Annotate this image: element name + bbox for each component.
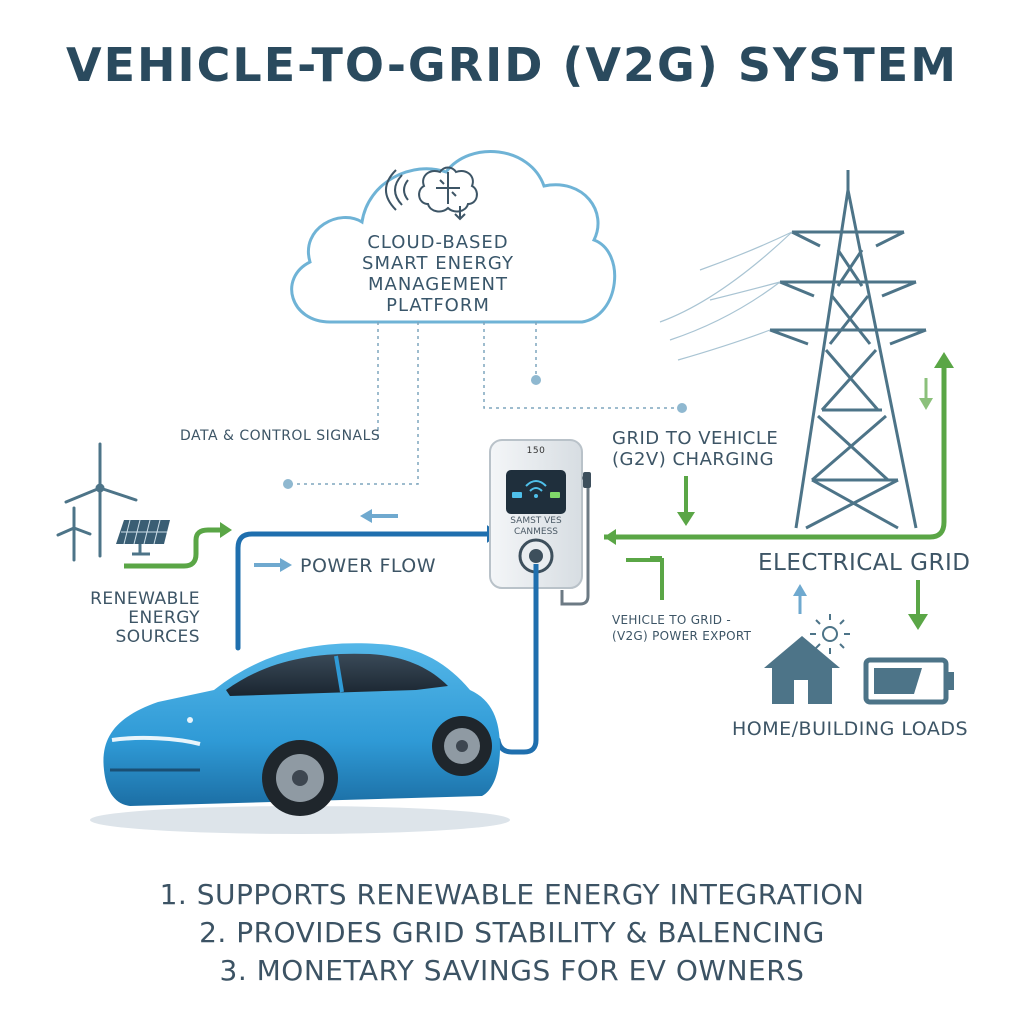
benefits-list: 1. SUPPORTS RENEWABLE ENERGY INTEGRATION… bbox=[0, 876, 1024, 990]
renewable-flow-line bbox=[124, 522, 232, 569]
signal-node bbox=[283, 479, 293, 489]
g2v-line: (G2V) CHARGING bbox=[612, 449, 775, 470]
home-loads-label: HOME/BUILDING LOADS bbox=[732, 718, 969, 740]
charger-top-text: 150 bbox=[526, 446, 546, 456]
charger-text-line: SAMST VES bbox=[510, 516, 562, 526]
v2g-arrow-icon bbox=[626, 556, 664, 600]
v2g-line: (V2G) POWER EXPORT bbox=[612, 629, 752, 643]
battery-arrow-icon bbox=[908, 580, 928, 630]
benefit-item: 2. PROVIDES GRID STABILITY & BALENCING bbox=[199, 916, 825, 949]
arrow-down-icon bbox=[919, 378, 933, 410]
ev-charger-icon bbox=[489, 439, 591, 606]
power-flow-line bbox=[235, 525, 503, 651]
benefit-item: 1. SUPPORTS RENEWABLE ENERGY INTEGRATION bbox=[159, 878, 865, 911]
cloud-icon bbox=[290, 150, 617, 324]
house-icon bbox=[764, 636, 840, 704]
house-arrow-icon bbox=[793, 584, 807, 614]
grid-flow-line bbox=[604, 352, 954, 545]
arrow-right-icon bbox=[254, 558, 292, 572]
power-tower-icon bbox=[769, 170, 927, 530]
charger-screen-label: SAMST VES CANMESS bbox=[492, 516, 580, 538]
signal-node bbox=[677, 403, 687, 413]
cloud-line: CLOUD-BASED bbox=[367, 232, 509, 253]
power-lines bbox=[659, 231, 793, 361]
power-flow-label: POWER FLOW bbox=[300, 555, 437, 577]
g2v-line: GRID TO VEHICLE bbox=[612, 428, 779, 449]
brain-icon bbox=[418, 166, 478, 221]
wifi-signal-icon bbox=[385, 169, 409, 211]
solar-panel-icon bbox=[116, 519, 170, 556]
g2v-arrow-icon bbox=[677, 476, 695, 526]
cloud-line: SMART ENERGY bbox=[362, 253, 514, 274]
renewable-line: SOURCES bbox=[115, 627, 200, 647]
renewable-label: RENEWABLE ENERGY SOURCES bbox=[40, 590, 200, 647]
v2g-line: VEHICLE TO GRID - bbox=[612, 613, 732, 627]
data-signal-lines bbox=[288, 322, 682, 485]
benefit-item: 3. MONETARY SAVINGS FOR EV OWNERS bbox=[219, 954, 805, 987]
renewable-line: RENEWABLE bbox=[90, 589, 200, 609]
arrow-left-icon bbox=[360, 509, 398, 523]
electric-car-icon bbox=[90, 643, 510, 834]
data-signals-label: DATA & CONTROL SIGNALS bbox=[180, 428, 381, 444]
g2v-label: GRID TO VEHICLE (G2V) CHARGING bbox=[612, 428, 778, 470]
charger-text-line: CANMESS bbox=[513, 527, 559, 537]
cloud-platform-label: CLOUD-BASED SMART ENERGY MANAGEMENT PLAT… bbox=[328, 232, 548, 316]
cloud-line: MANAGEMENT bbox=[368, 274, 508, 295]
v2g-label: VEHICLE TO GRID - (V2G) POWER EXPORT bbox=[612, 612, 751, 644]
page-title: VEHICLE-TO-GRID (V2G) SYSTEM bbox=[66, 38, 958, 92]
cloud-line: PLATFORM bbox=[386, 295, 490, 316]
electrical-grid-label: ELECTRICAL GRID bbox=[758, 550, 971, 576]
sun-icon bbox=[810, 614, 850, 654]
battery-icon bbox=[863, 657, 954, 705]
renewable-line: ENERGY bbox=[128, 608, 200, 628]
signal-node bbox=[531, 375, 541, 385]
wind-turbine-icon bbox=[56, 442, 138, 562]
